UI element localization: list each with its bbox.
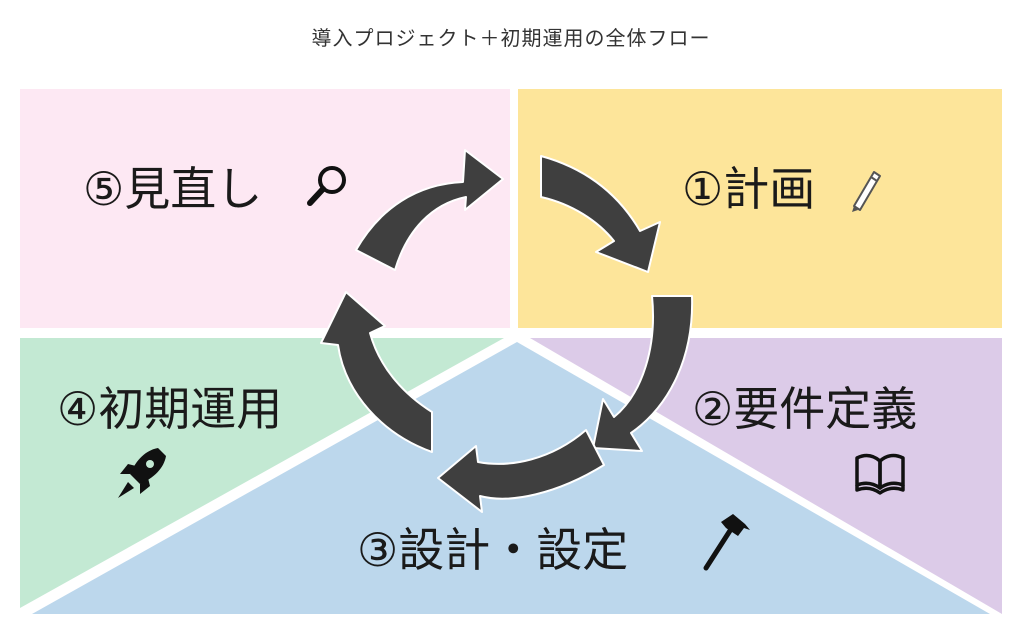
magnifier-icon [307,166,346,206]
phase-label-design: ③設計・設定 [357,523,628,577]
cycle-arrow-requirements [592,295,694,452]
phase-label-plan: ①計画 [682,162,815,216]
phase-label-review: ⑤見直し [83,162,262,216]
cycle-arrow-plan [540,155,661,273]
cycle-arrow-operation [320,291,433,453]
phase-label-requirements: ②要件定義 [692,382,917,436]
page-title: 導入プロジェクト＋初期運用の全体フロー [311,26,711,50]
cycle-arrow-review [355,149,504,271]
phase-label-operation: ④初期運用 [57,382,282,436]
cycle-arrow-design [437,429,605,513]
hammer-icon [703,514,750,571]
pencil-icon [852,171,881,212]
rocket-icon [118,448,166,498]
open-book-icon [855,453,905,495]
